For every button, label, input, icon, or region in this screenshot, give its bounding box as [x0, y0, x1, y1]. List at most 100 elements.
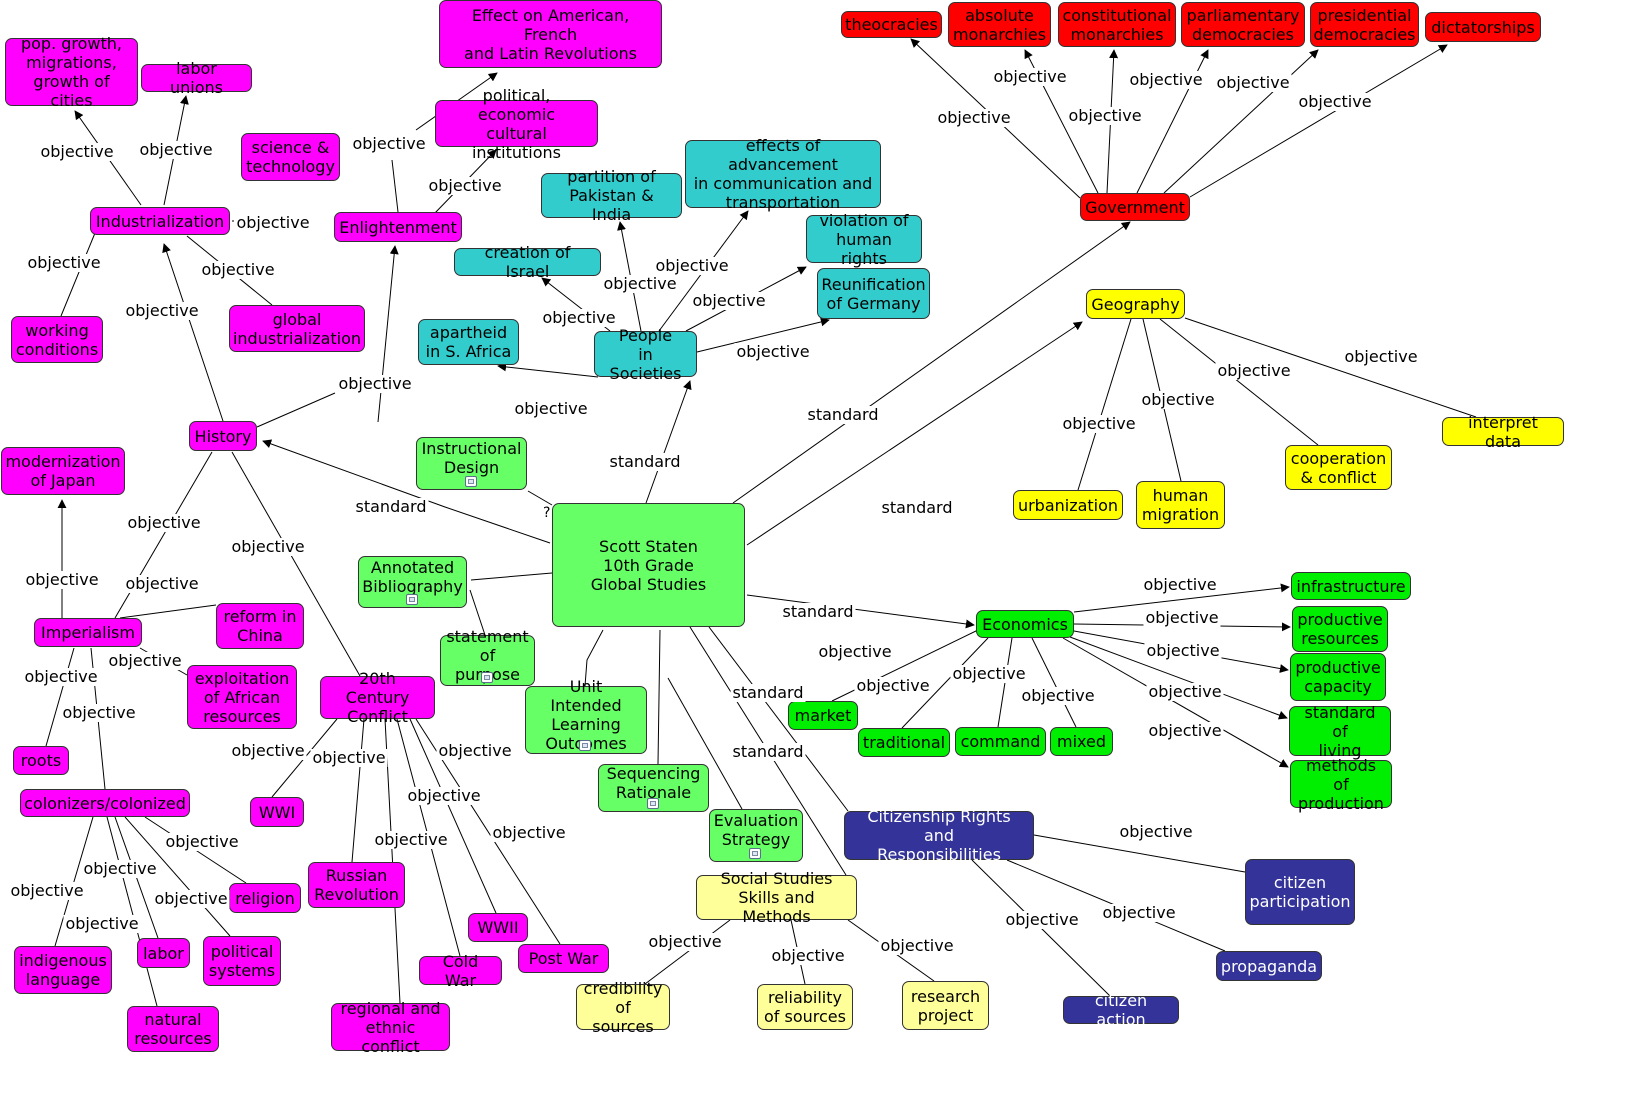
node-scitech[interactable]: science & technology	[241, 133, 340, 181]
node-annotated[interactable]: Annotated Bibliography	[358, 556, 467, 608]
link-label-objective: objective	[123, 574, 201, 593]
node-credibility[interactable]: credibility of sources	[576, 979, 670, 1036]
node-israel[interactable]: creation of Israel	[454, 243, 601, 281]
node-infrastructure[interactable]: infrastructure	[1291, 572, 1411, 600]
node-government[interactable]: Government	[1080, 193, 1190, 221]
node-market[interactable]: market	[788, 701, 858, 730]
node-popgrowth[interactable]: pop. growth, migrations, growth of citie…	[5, 34, 138, 110]
link-label-objective: objective	[81, 859, 159, 878]
node-stdliving[interactable]: standard of living	[1289, 703, 1391, 760]
link-label-standard: standard	[353, 497, 429, 516]
node-workingcond[interactable]: working conditions	[11, 316, 103, 363]
node-effectsadv[interactable]: effects of advancement in communication …	[685, 136, 881, 212]
node-exploitation[interactable]: exploitation of African resources	[187, 665, 297, 729]
node-roots[interactable]: roots	[13, 746, 69, 775]
node-prodcap[interactable]: productive capacity	[1290, 653, 1386, 701]
link-line	[497, 362, 599, 378]
node-reformchina[interactable]: reform in China	[216, 603, 304, 649]
node-methods[interactable]: methods of production	[1290, 756, 1392, 813]
node-label: Government	[1085, 197, 1185, 217]
document-icon[interactable]	[464, 476, 477, 487]
document-icon[interactable]	[579, 740, 591, 751]
document-icon[interactable]	[749, 848, 761, 859]
node-absmon[interactable]: absolute monarchies	[948, 2, 1051, 47]
node-urbanization[interactable]: urbanization	[1013, 490, 1123, 520]
document-icon[interactable]	[480, 672, 493, 683]
node-politicalinst[interactable]: political, economic cultural institution…	[435, 86, 598, 162]
document-icon[interactable]	[405, 594, 418, 605]
node-label: roots	[20, 751, 62, 770]
link-line	[1184, 317, 1477, 418]
node-citizenaction[interactable]: citizen action	[1063, 991, 1179, 1029]
node-imperialism[interactable]: Imperialism	[34, 618, 142, 647]
node-globalind[interactable]: global industrialization	[229, 305, 365, 352]
node-wwi[interactable]: WWI	[250, 797, 304, 827]
node-interpret[interactable]: interpret data	[1442, 413, 1564, 451]
node-command[interactable]: command	[955, 727, 1046, 756]
node-unitoutcomes[interactable]: Unit Intended Learning Outcomes	[525, 677, 647, 754]
node-citizenship[interactable]: Citizenship Rights and Responsibilities	[844, 807, 1034, 864]
node-economics[interactable]: Economics	[976, 610, 1074, 638]
node-apartheid[interactable]: apartheid in S. Africa	[418, 319, 519, 365]
node-humanrights[interactable]: violation of human rights	[806, 211, 922, 268]
node-wwii[interactable]: WWII	[468, 913, 528, 942]
node-label: creation of Israel	[484, 243, 571, 281]
link-line	[1159, 318, 1319, 446]
node-instructional[interactable]: Instructional Design	[416, 437, 527, 490]
node-religion[interactable]: religion	[229, 883, 301, 913]
node-label: pop. growth, migrations, growth of citie…	[20, 34, 123, 110]
node-prodres[interactable]: productive resources	[1292, 606, 1388, 652]
node-ssskills[interactable]: Social Studies Skills and Methods	[696, 869, 857, 926]
node-effectrev[interactable]: Effect on American, French and Latin Rev…	[439, 0, 662, 68]
node-indigenous[interactable]: indigenous language	[14, 946, 112, 994]
node-regional[interactable]: regional and ethnic conflict	[331, 999, 450, 1056]
link-label-objective: objective	[125, 513, 203, 532]
node-dictatorships[interactable]: dictatorships	[1425, 12, 1541, 42]
node-theocracies[interactable]: theocracies	[841, 11, 942, 38]
node-mixed[interactable]: mixed	[1050, 727, 1113, 756]
node-people[interactable]: People in Societies	[594, 326, 697, 383]
node-postwar[interactable]: Post War	[518, 944, 609, 973]
node-label: working conditions	[15, 320, 99, 359]
node-center[interactable]: Scott Staten 10th Grade Global Studies	[552, 503, 745, 627]
node-constmon[interactable]: constitutional monarchies	[1058, 2, 1176, 47]
node-evaluation[interactable]: Evaluation Strategy	[709, 809, 803, 862]
node-label: Scott Staten 10th Grade Global Studies	[590, 536, 707, 594]
node-colonizers[interactable]: colonizers/colonized	[20, 789, 190, 817]
node-industrialization[interactable]: Industrialization	[90, 207, 230, 235]
node-coldwar[interactable]: Cold War	[419, 952, 502, 990]
link-line	[106, 816, 158, 1007]
node-reliability[interactable]: reliability of sources	[757, 984, 853, 1030]
node-polsystems[interactable]: political systems	[203, 936, 281, 986]
node-conflict20[interactable]: 20th Century Conflict	[320, 669, 435, 726]
node-label: People in Societies	[609, 325, 682, 383]
node-labor[interactable]: labor	[137, 938, 190, 968]
link-label-objective: objective	[1146, 721, 1224, 740]
node-presdem[interactable]: presidential democracies	[1310, 2, 1419, 47]
node-laborunions[interactable]: labor unions	[141, 59, 252, 97]
document-icon[interactable]	[646, 798, 659, 809]
node-partition[interactable]: partition of Pakistan & India	[541, 167, 682, 224]
node-sequencing[interactable]: Sequencing Rationale	[598, 764, 709, 812]
node-russianrev[interactable]: Russian Revolution	[308, 862, 405, 908]
node-citizenpart[interactable]: citizen participation	[1245, 859, 1355, 925]
node-parldem[interactable]: parliamentary democracies	[1181, 2, 1305, 47]
node-label: religion	[235, 888, 295, 908]
node-geography[interactable]: Geography	[1086, 289, 1185, 319]
node-purpose[interactable]: statement of purpose	[440, 627, 535, 686]
link-line	[256, 392, 336, 428]
node-germany[interactable]: Reunification of Germany	[817, 268, 930, 319]
node-humanmig[interactable]: human migration	[1136, 481, 1225, 529]
link-label-objective: objective	[436, 741, 514, 760]
node-coopconflict[interactable]: cooperation & conflict	[1285, 445, 1392, 490]
node-research[interactable]: research project	[902, 981, 989, 1030]
node-history[interactable]: History	[189, 421, 257, 451]
node-modjapan[interactable]: modernization of Japan	[1, 447, 125, 495]
link-line	[1077, 318, 1132, 491]
node-propaganda[interactable]: propaganda	[1216, 951, 1322, 981]
node-label: command	[960, 732, 1041, 751]
node-naturalres[interactable]: natural resources	[127, 1006, 219, 1052]
node-enlightenment[interactable]: Enlightenment	[334, 212, 462, 242]
node-traditional[interactable]: traditional	[858, 728, 950, 757]
